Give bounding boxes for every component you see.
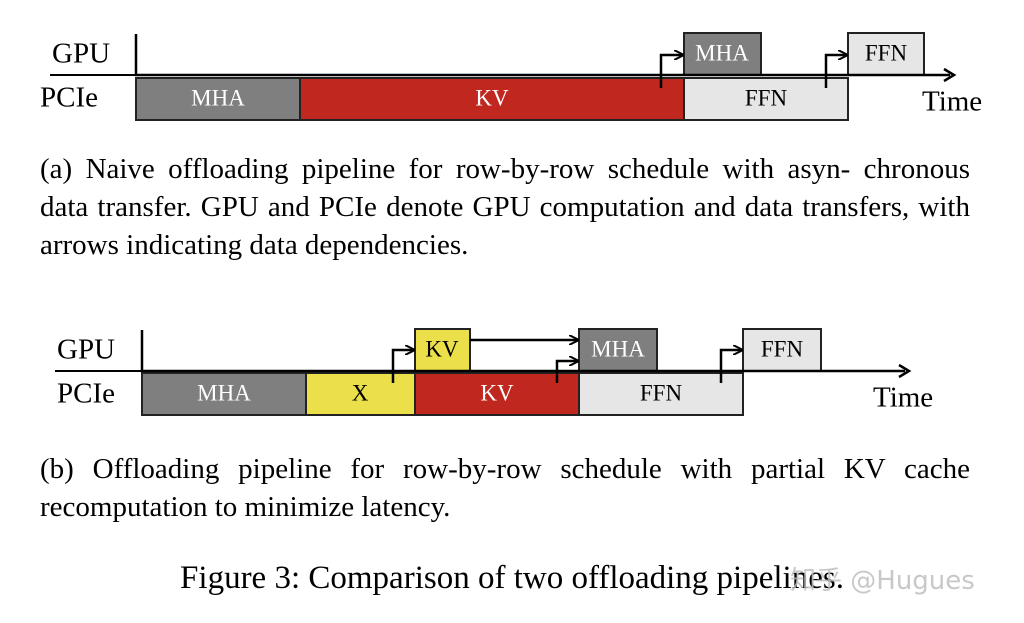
caption-a: (a) Naive offloading pipeline for row-by… — [40, 153, 970, 261]
b-pcie-ffn-rect — [578, 372, 744, 416]
a-gpu-ffn-rect — [847, 32, 925, 76]
a-gpu-mha-label: MHA — [695, 40, 749, 65]
b-gpu-ffn-label: FFN — [761, 336, 804, 361]
b-pcie-ffn-label: FFN — [640, 380, 683, 405]
a-pcie-kv-rect — [299, 77, 685, 121]
b-pcie-mha-rect — [141, 372, 307, 416]
a-gpu-mha-block: MHA — [683, 32, 762, 76]
b-time-axis-arrowhead — [898, 363, 912, 379]
b-pcie-x-block: X — [305, 372, 416, 416]
b-pcie-x-rect — [305, 372, 416, 416]
a-gpu-ffn-label: FFN — [865, 40, 908, 65]
a-dependency-arrow-kv-to-mha — [659, 55, 682, 88]
a-pcie-mha-label: MHA — [191, 85, 245, 110]
b-dependency-arrow-x-to-kv — [391, 350, 413, 383]
b-time-label: Time — [873, 382, 933, 414]
b-gpu-mha-block: MHA — [578, 328, 658, 372]
b-gpu-mha-label: MHA — [591, 336, 645, 361]
b-dependency-arrow-ffn-to-ffn — [719, 350, 741, 383]
diagram-a: GPU PCIe MHA KV FFN MHA FFN Time — [40, 32, 982, 121]
a-pcie-kv-label: KV — [475, 85, 509, 110]
a-pcie-ffn-rect — [683, 77, 849, 121]
b-pcie-kv-rect — [414, 372, 580, 416]
b-pcie-mha-block: MHA — [141, 372, 307, 416]
b-row-label-gpu: GPU — [57, 334, 115, 366]
b-pcie-kv-block: KV — [414, 372, 580, 416]
a-gpu-ffn-block: FFN — [847, 32, 925, 76]
a-time-label: Time — [922, 86, 982, 118]
a-row-label-pcie: PCIe — [40, 82, 98, 114]
a-row-label-gpu: GPU — [52, 38, 110, 70]
b-row-label-pcie: PCIe — [57, 378, 115, 410]
a-pcie-ffn-block: FFN — [683, 77, 849, 121]
b-pcie-x-label: X — [352, 380, 369, 405]
diagram-b: GPU PCIe MHA X KV FFN KV MHA — [55, 328, 933, 416]
b-pcie-ffn-block: FFN — [578, 372, 744, 416]
caption-b: (b) Offloading pipeline for row-by-row s… — [40, 453, 970, 523]
watermark: 知乎 @Hugues — [790, 566, 975, 596]
b-gpu-ffn-rect — [742, 328, 822, 372]
figure-caption: Figure 3: Comparison of two offloading p… — [180, 560, 844, 596]
a-pcie-kv-block: KV — [299, 77, 685, 121]
a-time-axis — [134, 34, 950, 77]
b-gpu-kv-block: KV — [414, 328, 471, 372]
b-time-axis — [140, 330, 905, 373]
b-pcie-kv-label: KV — [480, 380, 514, 405]
b-gpu-ffn-block: FFN — [742, 328, 822, 372]
a-time-axis-arrowhead — [943, 67, 957, 83]
a-dependency-arrow-ffn-to-ffn — [824, 55, 846, 88]
a-pcie-ffn-label: FFN — [745, 85, 788, 110]
b-gpu-kv-label: KV — [425, 336, 459, 361]
b-pcie-mha-label: MHA — [197, 380, 251, 405]
b-dependency-arrow-kv-to-mha — [555, 361, 577, 383]
b-gpu-kv-rect — [414, 328, 471, 372]
a-pcie-mha-block: MHA — [135, 77, 301, 121]
